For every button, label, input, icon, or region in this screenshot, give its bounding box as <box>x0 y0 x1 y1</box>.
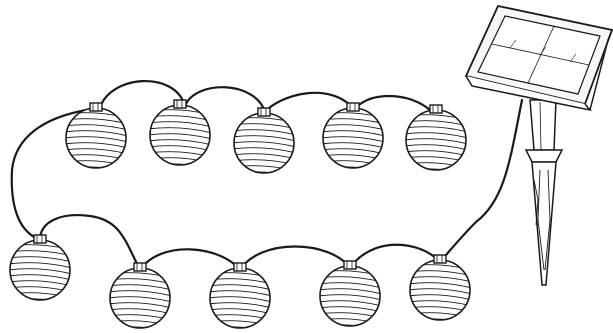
solar-panel-icon <box>464 4 613 112</box>
lantern-icon <box>404 105 468 174</box>
lantern-icon <box>208 263 272 332</box>
lantern-icon <box>8 235 72 304</box>
ground-stake-icon <box>524 99 564 286</box>
lantern-icon <box>318 261 382 330</box>
lantern-icon <box>408 255 472 324</box>
lantern-icon <box>321 103 385 172</box>
lantern-icon <box>148 100 212 169</box>
lantern-icon <box>108 263 172 332</box>
lantern-icon <box>232 108 296 177</box>
cable-icon <box>10 80 524 272</box>
